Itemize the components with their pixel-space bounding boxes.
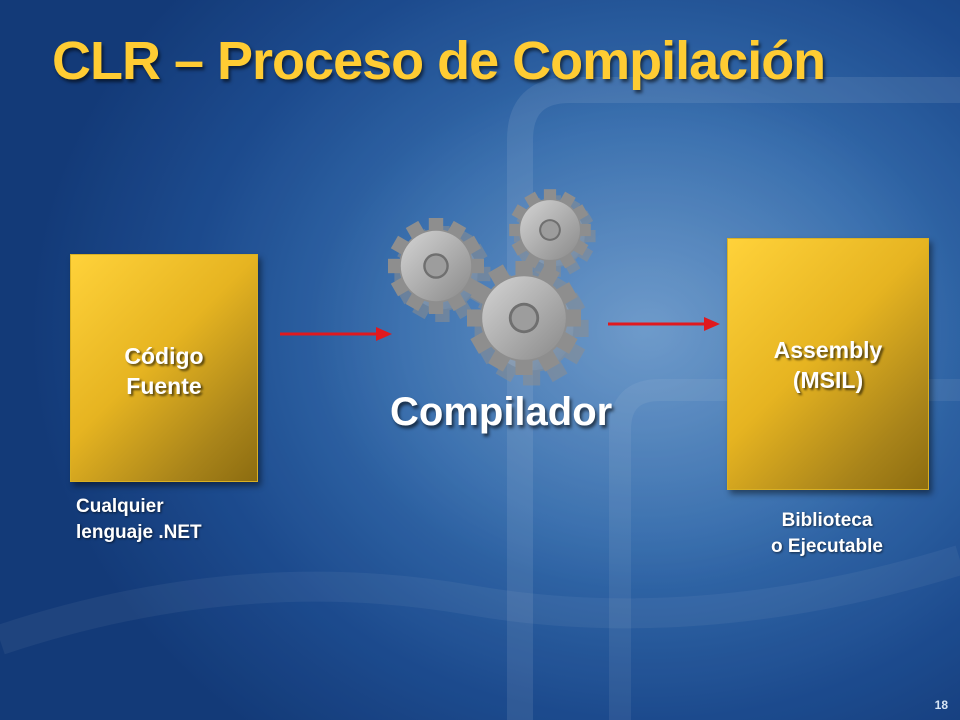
assembly-caption-line2: o Ejecutable — [771, 536, 883, 557]
arrow-compiler-to-assembly — [608, 317, 720, 331]
compiler-label: Compilador — [390, 390, 613, 434]
slide-title: CLR – Proceso de Compilación — [52, 31, 826, 91]
source-code-label: Código Fuente — [71, 341, 257, 401]
source-caption-line1: Cualquier — [76, 496, 164, 517]
source-code-box: Código Fuente — [70, 254, 258, 482]
page-number: 18 — [934, 698, 948, 712]
assembly-label-line2: (MSIL) — [792, 367, 864, 393]
arrow-source-to-compiler — [280, 327, 392, 341]
assembly-caption-line1: Biblioteca — [781, 510, 873, 531]
assembly-caption: Biblioteca o Ejecutable — [727, 508, 927, 560]
source-caption-line2: lenguaje .NET — [76, 522, 202, 543]
assembly-label-line1: Assembly — [773, 337, 883, 363]
source-code-caption: Cualquier lenguaje .NET — [76, 494, 202, 546]
source-code-label-line1: Código — [124, 343, 204, 369]
source-code-label-line2: Fuente — [126, 373, 202, 399]
gears-icon — [388, 189, 596, 386]
assembly-box: Assembly (MSIL) — [727, 238, 929, 490]
assembly-label: Assembly (MSIL) — [728, 335, 928, 395]
